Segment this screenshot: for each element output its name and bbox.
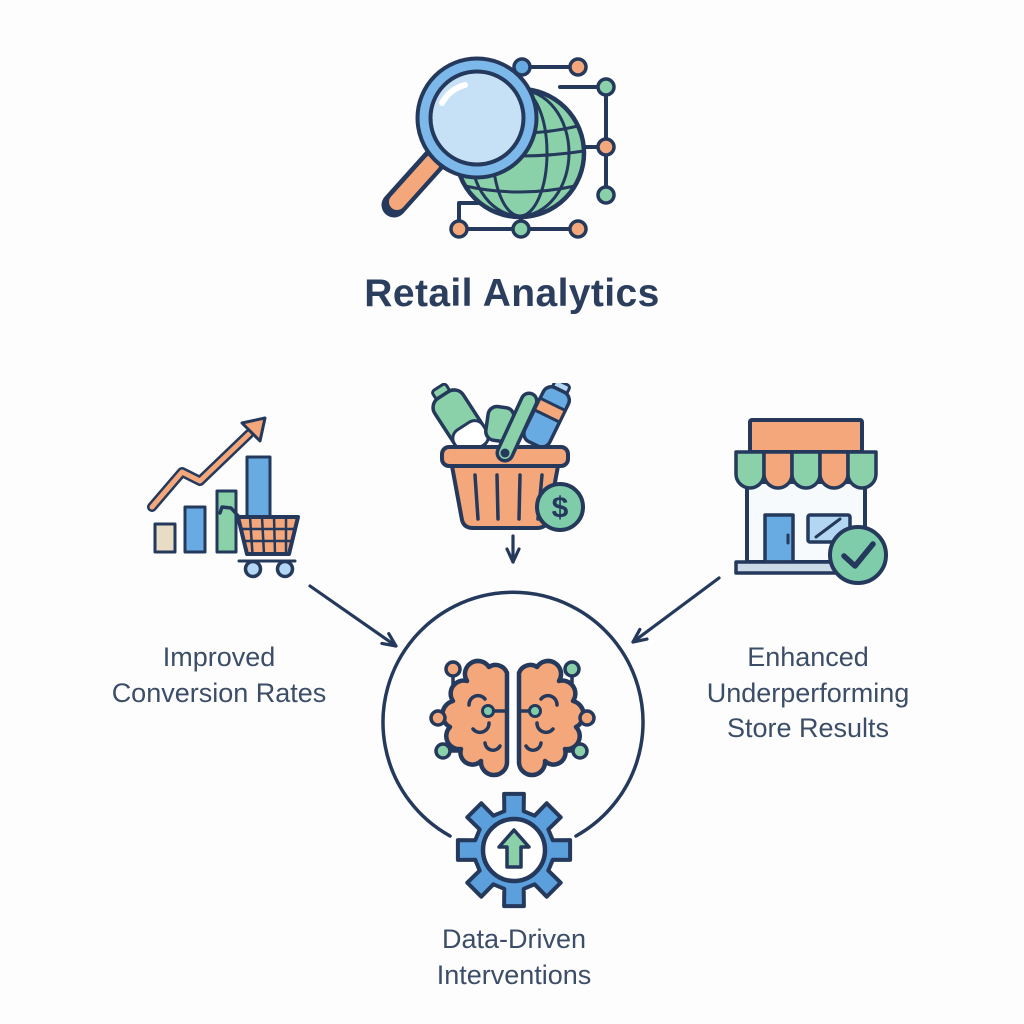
storefront-check-icon [734,418,888,585]
check-badge-icon [828,525,888,585]
store-sign [748,418,864,454]
dollar-symbol: $ [552,492,569,525]
magnifier-globe-network-icon [381,56,616,239]
magnifier-icon [381,56,539,218]
basket-icon [440,391,570,530]
circuit-nodes [429,660,596,760]
shopping-basket-dollar-icon: $ [431,383,585,532]
label-enhanced-underperforming-store-results: Enhanced Underperforming Store Results [706,642,910,744]
arrow-right-to-hub [631,576,721,644]
trend-arrow-icon [147,416,267,512]
page-title: Retail Analytics [364,272,660,315]
brain-circuit-icon [429,658,596,778]
gear-upgrade-icon [455,791,573,909]
growth-chart-cart-icon [147,416,300,579]
label-improved-conversion-rates: Improved Conversion Rates [111,642,327,708]
arrow-left-to-hub [308,584,398,648]
dollar-coin-icon: $ [535,482,585,532]
brain-hemispheres [440,658,586,778]
label-data-driven-interventions: Data-Driven Interventions [436,924,592,990]
up-arrow-icon [497,828,531,869]
shopping-cart-icon [218,505,300,579]
store-awning [734,450,878,490]
